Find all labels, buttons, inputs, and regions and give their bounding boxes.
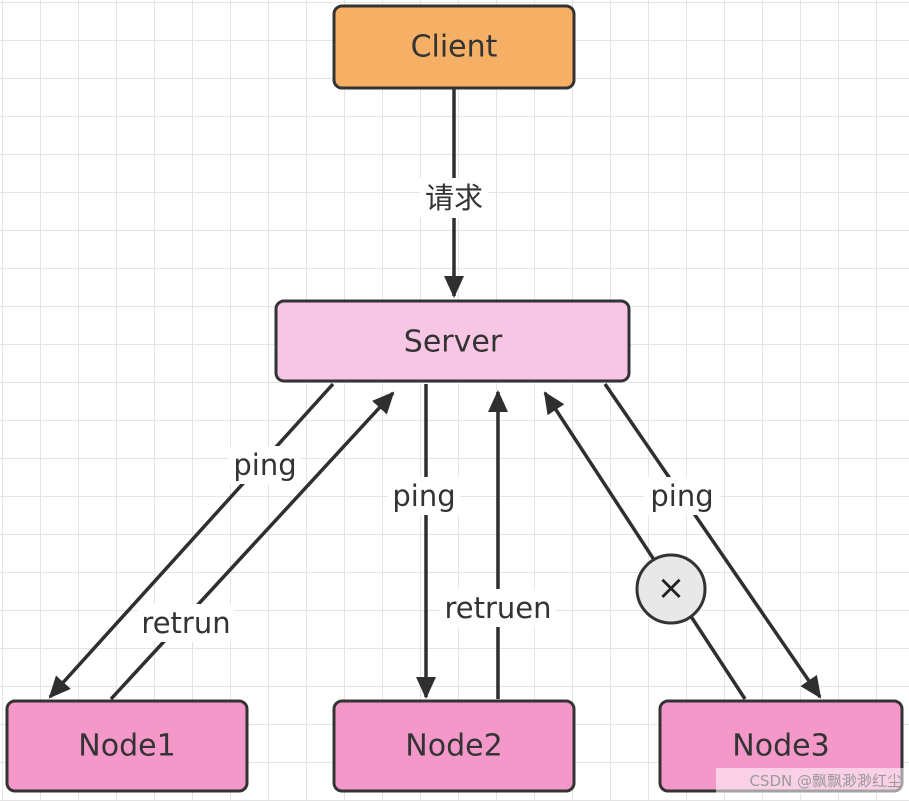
edge-label-ping-node2: ping — [388, 477, 460, 515]
edge-label-ping-node3-text: ping — [650, 479, 713, 513]
edge-label-request-text: 请求 — [425, 181, 483, 215]
blocked-circle — [635, 553, 707, 625]
edge-label-retrun-node1-text: retrun — [141, 606, 230, 640]
edge-label-retruen-node2-text: retruen — [444, 591, 551, 625]
watermark: CSDN @飘飘渺渺红尘 — [716, 768, 904, 794]
edge-label-request: 请求 — [420, 178, 488, 218]
edge-server-to-node1 — [48, 382, 335, 699]
edge-label-ping-node2-text: ping — [392, 479, 455, 513]
watermark-text: CSDN @飘飘渺渺红尘 — [749, 772, 902, 790]
node-node2-box — [332, 699, 576, 793]
blocked-marker: × — [635, 553, 707, 625]
edge-label-retrun-node1: retrun — [138, 604, 234, 642]
node-node3-label: Node3 — [732, 729, 829, 764]
node-client: Client — [332, 4, 576, 90]
edge-label-ping-node3: ping — [644, 477, 720, 515]
node-client-box — [332, 4, 576, 90]
node-node1: Node1 — [5, 699, 249, 793]
edge-label-retruen-node2: retruen — [441, 589, 555, 627]
node-server-label: Server — [404, 325, 503, 360]
node-server: Server — [274, 299, 631, 383]
edge-server-to-node3 — [603, 383, 822, 699]
edge-node1-to-server — [109, 391, 395, 701]
edge-label-ping-node1: ping — [229, 446, 301, 484]
node-server-box — [274, 299, 631, 383]
edge-node3-to-server — [543, 391, 747, 700]
node-client-label: Client — [411, 30, 498, 65]
node-node1-box — [5, 699, 249, 793]
node-node2-label: Node2 — [405, 729, 502, 764]
edge-label-ping-node1-text: ping — [233, 448, 296, 482]
node-node2: Node2 — [332, 699, 576, 793]
node-node1-label: Node1 — [78, 729, 175, 764]
close-icon: × — [657, 568, 686, 608]
